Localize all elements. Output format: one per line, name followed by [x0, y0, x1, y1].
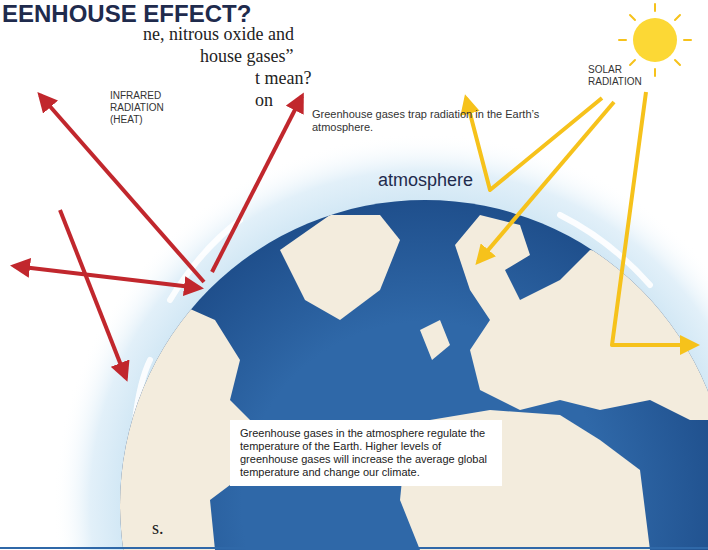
body-fragment: ne, nitrous oxide and — [143, 24, 294, 45]
solar-arrows — [466, 92, 696, 345]
sun — [619, 4, 691, 76]
text-box: Greenhouse gases in the atmosphere regul… — [230, 420, 502, 486]
body-fragment: house gases” — [200, 46, 293, 67]
body-fragment: on — [255, 90, 273, 111]
body-fragment: s. — [152, 518, 164, 539]
title: EENHOUSE EFFECT? — [2, 0, 251, 28]
body-fragment: t mean? — [255, 68, 311, 89]
atmosphere-label: atmosphere — [378, 170, 473, 190]
box-text: Greenhouse gases in the atmosphere regul… — [240, 427, 492, 479]
infrared-arrows — [14, 95, 302, 378]
bottom-rule — [0, 547, 708, 549]
solar-label: SOLAR RADIATION — [588, 64, 644, 88]
infrared-label: INFRARED RADIATION (HEAT) — [110, 90, 176, 126]
atmosphere-glow — [53, 133, 708, 550]
note-label: Greenhouse gases trap radiation in the E… — [312, 108, 542, 134]
